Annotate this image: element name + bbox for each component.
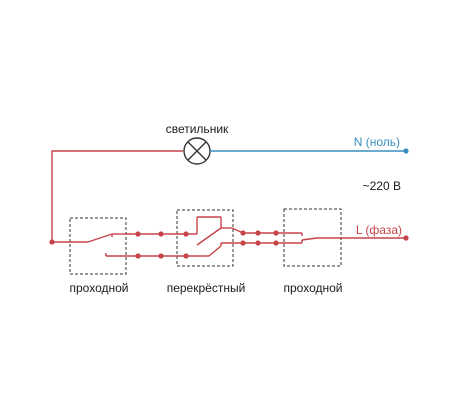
terminal-dot — [135, 253, 141, 259]
lamp-feed-wire — [51, 150, 183, 242]
terminal-dot — [135, 231, 141, 237]
switch-right — [301, 233, 406, 243]
switch-middle-box — [176, 209, 234, 267]
terminal-dot — [158, 253, 164, 259]
phase-label: L (фаза) — [356, 223, 402, 237]
terminal-dot — [240, 230, 246, 236]
switch-left — [52, 233, 126, 257]
lamp-label: светильник — [166, 122, 229, 136]
terminal-dot — [273, 240, 279, 246]
switch-left-label: проходной — [70, 281, 129, 295]
terminal-dot — [158, 231, 164, 237]
lamp-icon — [183, 137, 211, 165]
switch-right-label: проходной — [284, 281, 343, 295]
terminal-dot — [255, 240, 261, 246]
terminal-dot — [273, 230, 279, 236]
switch-left-box — [69, 217, 127, 275]
voltage-label: ~220 В — [363, 179, 401, 193]
neutral-label: N (ноль) — [354, 135, 400, 149]
terminal-dot — [183, 231, 189, 237]
switch-middle — [196, 216, 222, 257]
neutral-terminal — [403, 148, 409, 154]
terminal-dot — [183, 253, 189, 259]
terminal-dot — [240, 240, 246, 246]
terminal-dot — [255, 230, 261, 236]
switch-middle-label: перекрёстный — [167, 281, 246, 295]
